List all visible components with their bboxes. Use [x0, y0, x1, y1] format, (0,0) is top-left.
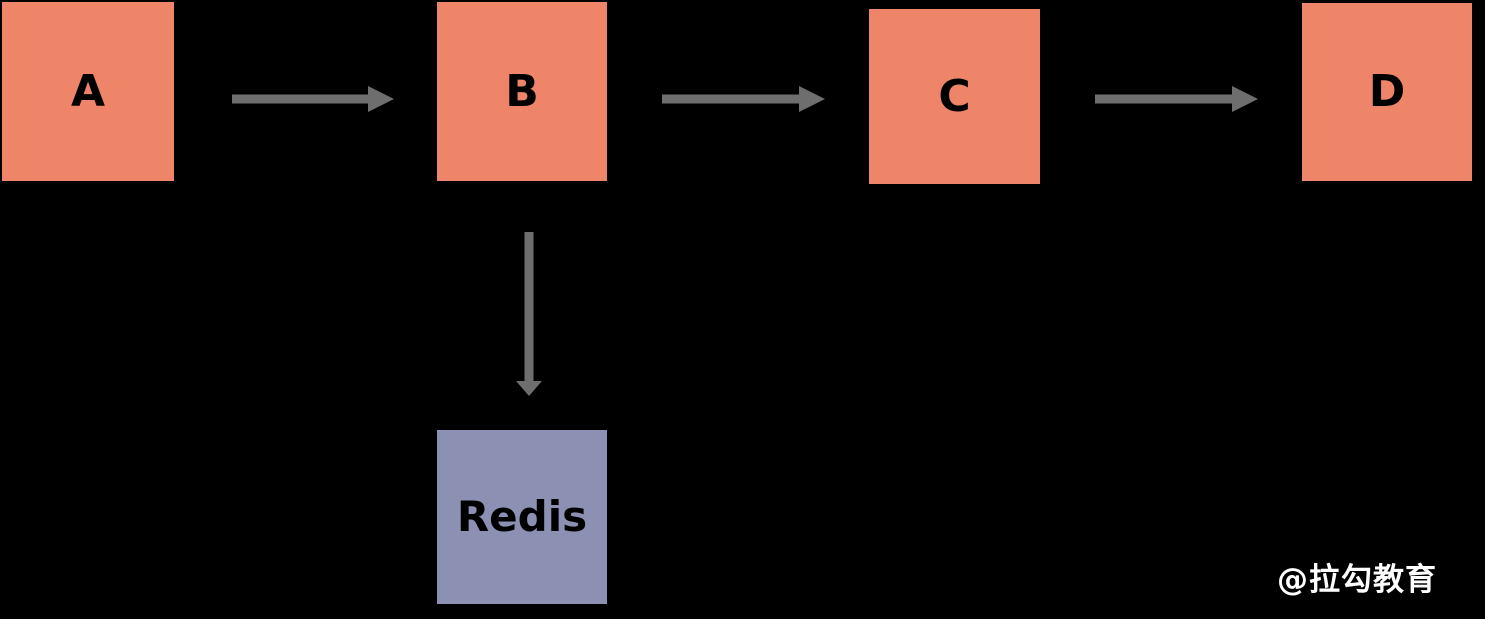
- node-d-label: D: [1368, 66, 1406, 117]
- arrow-b-to-c: [662, 86, 825, 112]
- node-c-label: C: [938, 70, 971, 122]
- node-redis[interactable]: Redis: [437, 430, 607, 604]
- node-c[interactable]: C: [869, 9, 1040, 184]
- arrow-b-to-redis: [516, 232, 542, 396]
- node-b[interactable]: B: [437, 2, 607, 181]
- node-a[interactable]: A: [2, 2, 174, 181]
- node-a-label: A: [70, 65, 106, 117]
- node-b-label: B: [505, 65, 539, 117]
- node-d[interactable]: D: [1302, 3, 1472, 181]
- watermark: @拉勾教育: [1277, 562, 1437, 598]
- node-redis-label: Redis: [456, 492, 588, 541]
- arrow-a-to-b: [232, 86, 394, 112]
- arrow-c-to-d: [1095, 86, 1258, 112]
